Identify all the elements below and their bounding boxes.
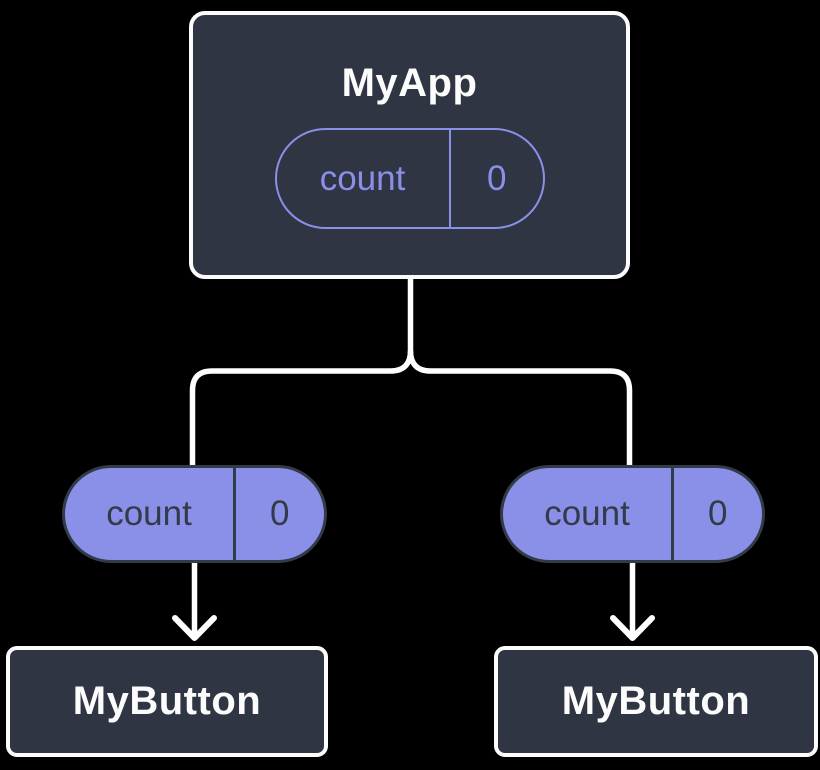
myapp-node: MyApp count 0 bbox=[189, 11, 630, 279]
mybutton-node-title: MyButton bbox=[72, 679, 262, 723]
right-branch-line bbox=[407, 350, 633, 466]
pill-divider bbox=[671, 468, 674, 560]
state-name: count bbox=[319, 158, 406, 198]
mybutton-node-right: MyButton bbox=[494, 646, 818, 757]
left-prop-pill: count 0 bbox=[62, 465, 327, 563]
left-branch-line bbox=[189, 350, 414, 466]
state-value: 0 bbox=[708, 494, 728, 533]
myapp-node-title: MyApp bbox=[341, 61, 478, 105]
pill-divider bbox=[233, 468, 236, 560]
right-prop-pill: count 0 bbox=[500, 465, 765, 563]
state-value: 0 bbox=[487, 158, 507, 198]
left-arrow-down-icon bbox=[172, 562, 217, 641]
pill-divider bbox=[448, 130, 451, 227]
mybutton-node-title: MyButton bbox=[561, 679, 751, 723]
state-name: count bbox=[544, 494, 630, 533]
state-value: 0 bbox=[270, 494, 290, 533]
myapp-state-pill: count 0 bbox=[274, 128, 545, 229]
state-name: count bbox=[106, 494, 192, 533]
right-arrow-down-icon bbox=[610, 562, 655, 641]
mybutton-node-left: MyButton bbox=[6, 646, 328, 757]
